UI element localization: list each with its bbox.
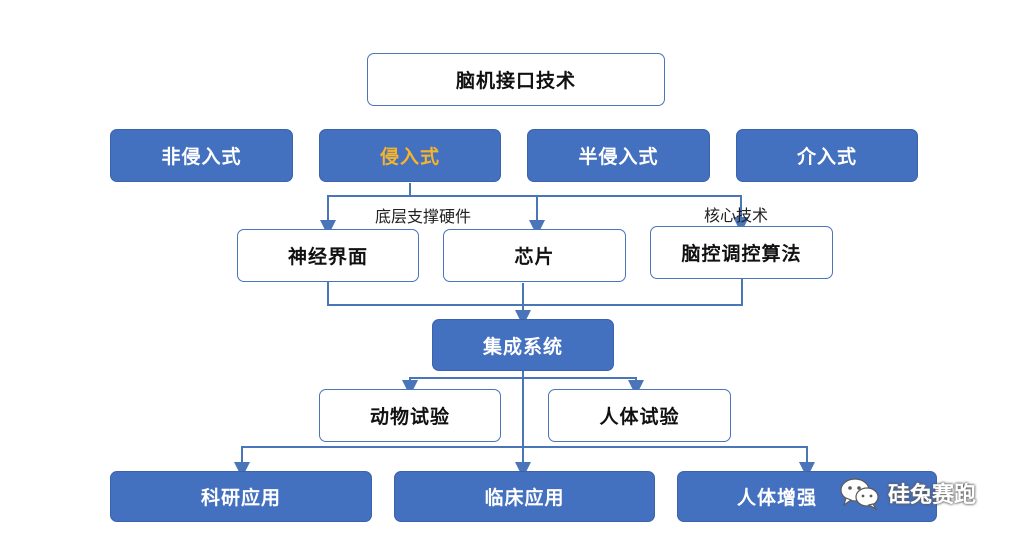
connector-components-merge bbox=[327, 279, 743, 306]
component-label: 芯片 bbox=[514, 246, 555, 268]
category-non-invasive: 非侵入式 bbox=[110, 129, 293, 182]
title-text: 脑机接口技术 bbox=[455, 70, 576, 92]
trial-human: 人体试验 bbox=[548, 389, 731, 442]
trial-label: 人体试验 bbox=[599, 406, 680, 428]
wechat-icon bbox=[840, 478, 879, 510]
category-label: 半侵入式 bbox=[578, 146, 659, 168]
application-clinical: 临床应用 bbox=[394, 471, 655, 522]
category-label-highlighted: 侵入式 bbox=[379, 146, 440, 168]
watermark: 硅兔赛跑 bbox=[838, 476, 976, 510]
connector-to-research bbox=[234, 446, 523, 478]
component-neural-interface: 神经界面 bbox=[237, 229, 419, 282]
category-label: 非侵入式 bbox=[161, 146, 242, 168]
label-core-technology: 核心技术 bbox=[704, 206, 769, 225]
label-underlying-hardware: 底层支撑硬件 bbox=[375, 207, 472, 226]
watermark-text: 硅兔赛跑 bbox=[888, 483, 977, 508]
connector-to-neural-interface bbox=[320, 183, 411, 236]
category-semi-invasive: 半侵入式 bbox=[527, 129, 710, 182]
application-research: 科研应用 bbox=[110, 471, 372, 522]
component-chip: 芯片 bbox=[443, 229, 626, 282]
component-label: 脑控调控算法 bbox=[681, 243, 802, 265]
category-interventional: 介入式 bbox=[736, 129, 918, 182]
category-invasive: 侵入式 bbox=[319, 129, 501, 182]
category-label: 介入式 bbox=[796, 146, 857, 168]
trial-label: 动物试验 bbox=[369, 406, 450, 428]
connector-to-human-trial bbox=[523, 377, 644, 396]
application-label: 人体增强 bbox=[736, 487, 817, 509]
application-label: 临床应用 bbox=[484, 487, 565, 509]
trial-animal: 动物试验 bbox=[319, 389, 501, 442]
integration-label: 集成系统 bbox=[482, 335, 563, 358]
title-box: 脑机接口技术 bbox=[367, 53, 665, 106]
connector-to-enhancement bbox=[523, 446, 815, 478]
integration-system: 集成系统 bbox=[432, 319, 614, 371]
application-label: 科研应用 bbox=[200, 487, 281, 509]
connector-to-animal-trial bbox=[402, 371, 524, 396]
component-brain-control-algorithm: 脑控调控算法 bbox=[650, 226, 833, 279]
connector-to-algorithm bbox=[537, 195, 749, 233]
component-label: 神经界面 bbox=[287, 246, 368, 268]
application-human-enhancement: 人体增强 bbox=[677, 471, 937, 522]
